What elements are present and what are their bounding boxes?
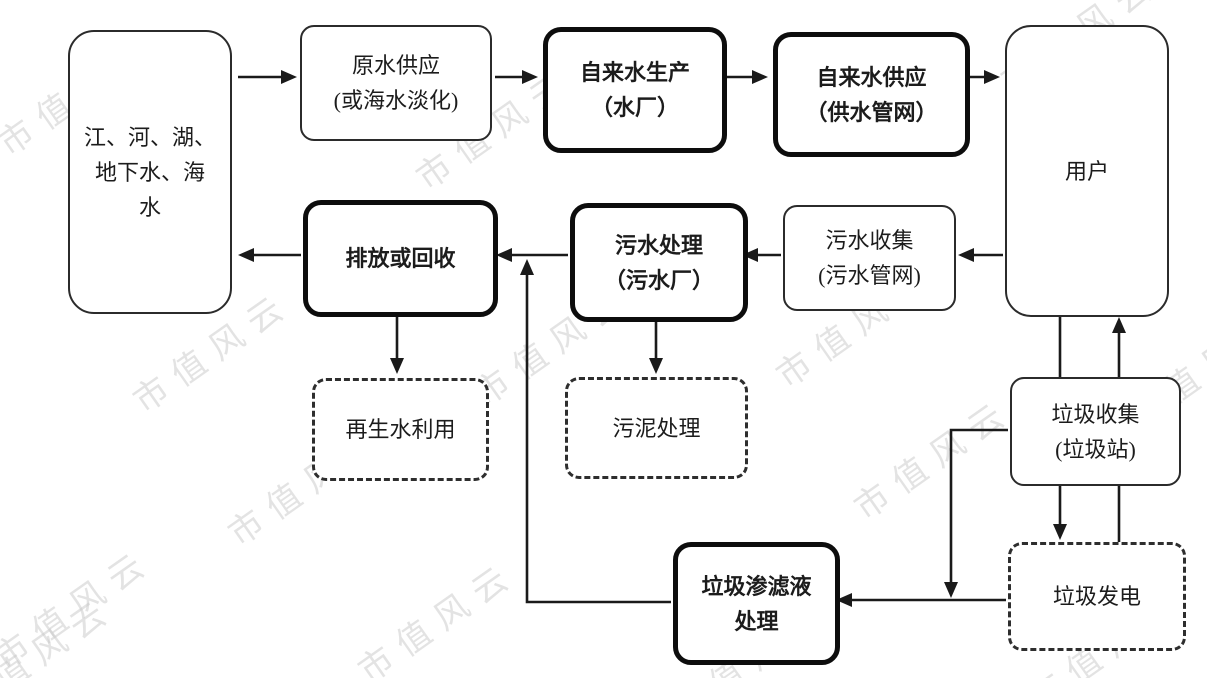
node-garbage-power: 垃圾发电 [1008, 542, 1186, 651]
node-discharge: 排放或回收 [303, 200, 498, 317]
node-sewage-collection-label: (污水管网) [818, 263, 921, 288]
node-users-label: 用户 [1064, 158, 1109, 184]
node-tap-supply-label: （供水管网） [805, 99, 938, 125]
node-source-label: 地下水、海 [94, 159, 205, 185]
node-discharge-label: 排放或回收 [345, 246, 456, 271]
edge-discharge-to-reclaimed-water [390, 309, 404, 374]
edge-source-to-raw-supply [238, 70, 297, 84]
node-sludge: 污泥处理 [565, 377, 748, 479]
edge-sewage-treatment-to-discharge [496, 248, 568, 262]
node-source-label: 水 [138, 194, 161, 220]
node-sewage-treatment: 污水处理 （污水厂） [570, 203, 748, 322]
node-source: 江、河、湖、 地下水、海 水 [68, 30, 232, 314]
edge-sewage-treatment-to-sludge [649, 314, 663, 374]
node-leachate-label: 处理 [734, 608, 779, 634]
node-raw-supply-label: 原水供应 [351, 53, 440, 78]
node-sewage-collection-label: 污水收集 [825, 228, 914, 253]
node-leachate-label: 垃圾渗滤液 [701, 573, 812, 599]
node-sludge-label: 污泥处理 [612, 415, 701, 441]
node-tap-production-label: （水厂） [590, 95, 679, 120]
node-tap-supply: 自来水供应 （供水管网） [773, 32, 970, 157]
node-reclaimed-water-label: 再生水利用 [345, 417, 456, 442]
node-raw-supply-label: (或海水淡化) [333, 88, 459, 113]
edge-discharge-to-source [238, 248, 301, 262]
edge-users-to-sewage-collection [958, 248, 1003, 262]
node-source-label: 江、河、湖、 [83, 124, 216, 150]
node-sewage-treatment-label: （污水厂） [603, 267, 714, 293]
edge-tap-production-to-tap-supply [722, 70, 768, 84]
node-tap-supply-label: 自来水供应 [816, 64, 927, 90]
node-garbage-collection-label: 垃圾收集 [1051, 401, 1140, 427]
node-garbage-collection: 垃圾收集 (垃圾站) [1010, 377, 1181, 486]
node-sewage-collection: 污水收集 (污水管网) [783, 205, 956, 311]
node-leachate: 垃圾渗滤液 处理 [673, 542, 840, 665]
node-raw-supply: 原水供应 (或海水淡化) [300, 25, 492, 141]
node-reclaimed-water: 再生水利用 [312, 378, 489, 481]
node-garbage-power-label: 垃圾发电 [1052, 584, 1141, 609]
node-garbage-collection-label: (垃圾站) [1055, 436, 1136, 462]
node-tap-production-label: 自来水生产 [579, 60, 690, 85]
node-sewage-treatment-label: 污水处理 [614, 232, 703, 258]
edge-garbage-power-to-users [1112, 317, 1126, 542]
node-users: 用户 [1005, 25, 1169, 317]
edge-garbage-collection-to-leachate-junction [944, 428, 1008, 598]
edge-garbage-collection-to-garbage-power [1053, 484, 1067, 540]
edge-garbage-power-to-leachate [836, 593, 1006, 607]
edge-sewage-collection-to-sewage-treatment [742, 248, 781, 262]
node-tap-production: 自来水生产 （水厂） [543, 27, 727, 153]
edge-raw-supply-to-tap-production [495, 70, 538, 84]
edge-leachate-to-discharge [520, 259, 671, 604]
